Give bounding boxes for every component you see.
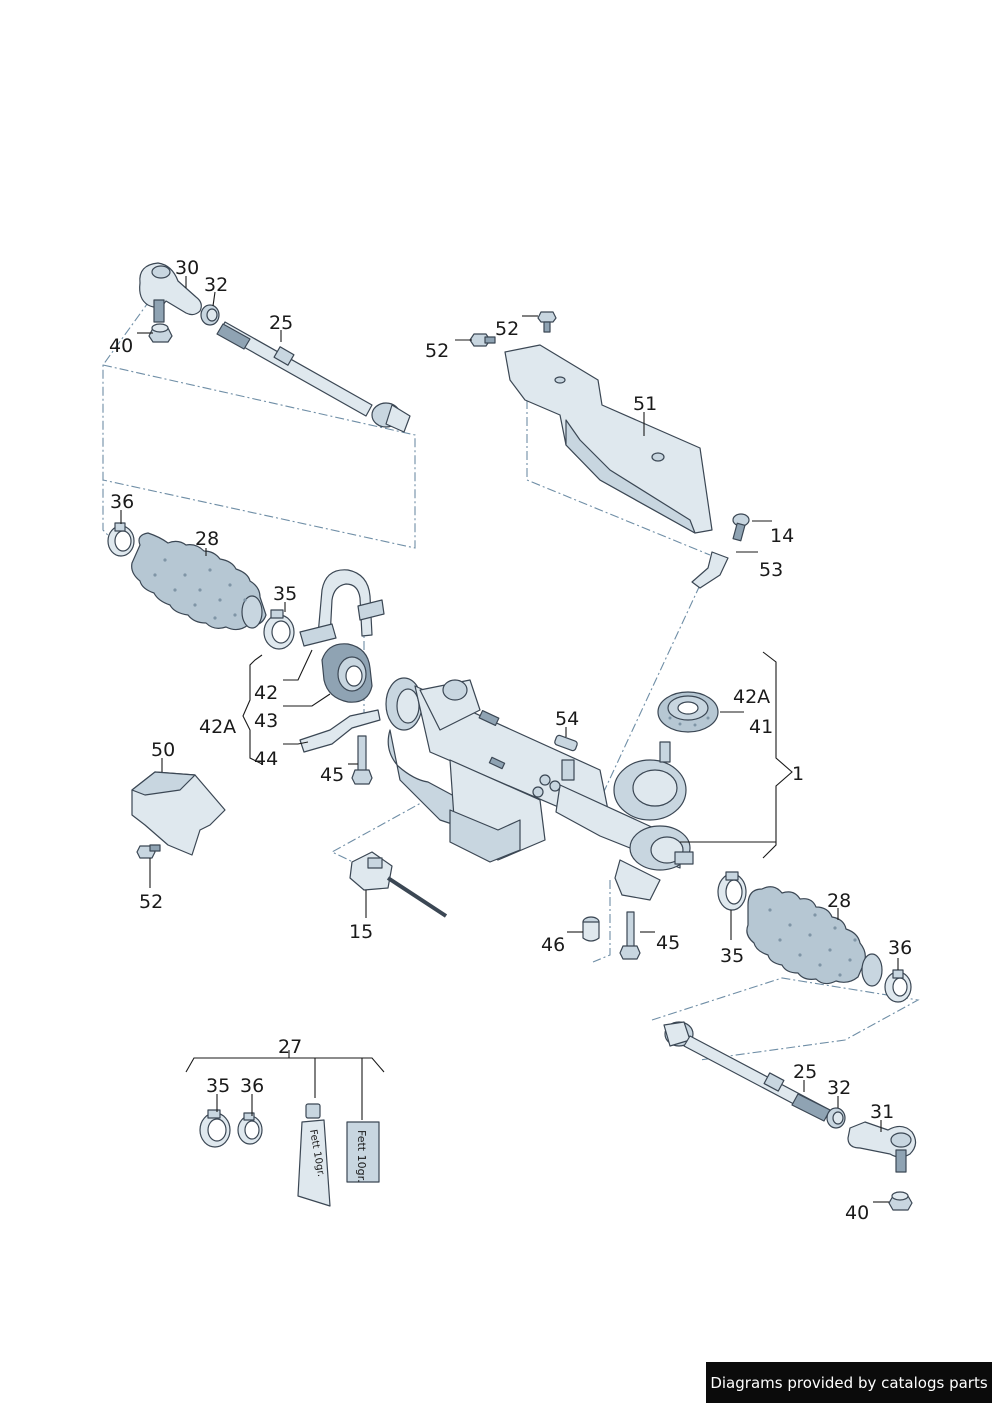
nut-40-bottom [888, 1191, 913, 1211]
label-41: 41 [749, 716, 773, 738]
clamp-35-right [717, 871, 747, 911]
cover-50 [131, 771, 226, 856]
label-25-top: 25 [269, 312, 293, 334]
leader-lines [120, 276, 899, 1203]
steering-rack-housing-1 [385, 677, 694, 901]
label-36-kit: 36 [240, 1075, 264, 1097]
label-45-left: 45 [320, 764, 344, 786]
label-31: 31 [870, 1101, 894, 1123]
clamp-36-kit [237, 1112, 263, 1145]
grease-packet: Fett 10gr. [346, 1121, 380, 1183]
label-42A-left: 42A [199, 716, 236, 738]
label-1: 1 [792, 763, 804, 785]
label-45-right: 45 [656, 932, 680, 954]
label-14: 14 [770, 525, 794, 547]
label-35-left: 35 [273, 583, 297, 605]
nut-32-bottom [826, 1107, 846, 1129]
label-46: 46 [541, 934, 565, 956]
label-28-left: 28 [195, 528, 219, 550]
label-36-right: 36 [888, 937, 912, 959]
tie-rod-end-30 [139, 262, 202, 323]
clamp-35-left [263, 609, 295, 650]
grease-packet-text: Fett 10gr. [355, 1130, 368, 1183]
label-30: 30 [175, 257, 199, 279]
clamp-35-kit [199, 1109, 231, 1148]
boot-28-right [746, 886, 883, 987]
label-36-left: 36 [110, 491, 134, 513]
credit-banner: Diagrams provided by catalogs parts [706, 1362, 992, 1403]
tie-rod-25-top [216, 321, 411, 433]
clamp-36-right [884, 969, 912, 1003]
heat-shield-51 [504, 344, 713, 534]
label-27: 27 [278, 1036, 302, 1058]
label-53: 53 [759, 559, 783, 581]
label-52-cover: 52 [139, 891, 163, 913]
label-40-top: 40 [109, 335, 133, 357]
label-43: 43 [254, 710, 278, 732]
label-42A-right: 42A [733, 686, 770, 708]
label-40-bottom: 40 [845, 1202, 869, 1224]
label-52-right: 52 [495, 318, 519, 340]
clamp-36-left [107, 522, 135, 557]
connector-harness-15 [349, 851, 448, 918]
label-35-kit: 35 [206, 1075, 230, 1097]
clip-53 [691, 551, 729, 589]
label-42: 42 [254, 682, 278, 704]
label-50: 50 [151, 739, 175, 761]
bolt-45-right [619, 911, 641, 960]
bolt-52-left [469, 333, 496, 347]
label-52-left: 52 [425, 340, 449, 362]
nut-32-top [200, 304, 220, 326]
label-51: 51 [633, 393, 657, 415]
tie-rod-end-31 [847, 1121, 917, 1173]
rubber-bush-43 [321, 643, 373, 703]
part-labels: 30 32 25 40 52 52 51 14 53 36 28 35 42 4… [109, 257, 912, 1224]
damper-41 [657, 691, 719, 733]
plate-44 [299, 709, 381, 753]
clamp-bracket-42 [299, 569, 385, 647]
label-32-bottom: 32 [827, 1077, 851, 1099]
nut-40-top [148, 323, 173, 343]
bolt-45-left [351, 735, 373, 785]
bolt-14 [732, 513, 750, 542]
label-15: 15 [349, 921, 373, 943]
grease-tube: Fett 10gr. [297, 1103, 331, 1207]
repair-kit-27 [185, 1050, 385, 1120]
sensor-54 [554, 734, 578, 752]
label-32-top: 32 [204, 274, 228, 296]
bolt-52-right [537, 311, 557, 333]
bolt-52-cover [136, 844, 161, 859]
label-28-right: 28 [827, 890, 851, 912]
label-54: 54 [555, 708, 579, 730]
label-44: 44 [254, 748, 278, 770]
boot-28-left [131, 532, 267, 631]
tie-rod-25-bottom [663, 1021, 831, 1122]
label-35-right: 35 [720, 945, 744, 967]
label-25-bottom: 25 [793, 1061, 817, 1083]
bolt-46 [582, 916, 600, 942]
